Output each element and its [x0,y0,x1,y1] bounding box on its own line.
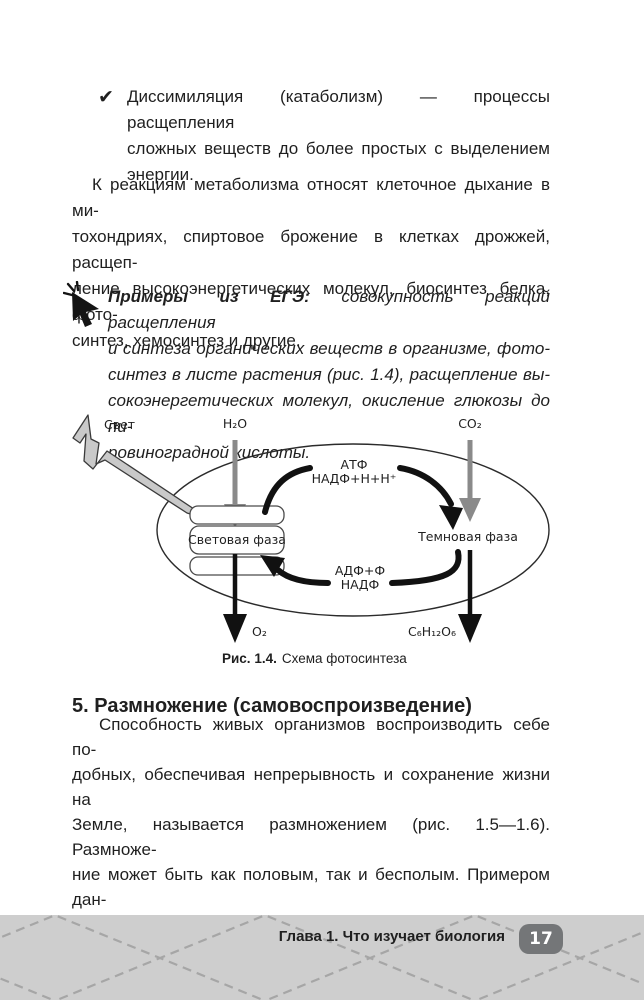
examples-rest-lines: и синтеза органических веществ в организ… [108,339,550,462]
h2o-label: H₂O [223,416,247,431]
figure-caption: Рис. 1.4.Схема фотосинтеза [222,651,407,666]
adp-label: АДФ+Ф [335,563,386,578]
cursor-click-icon [63,281,99,327]
dark-phase-label: Темновая фаза [417,529,518,544]
o2-arrow [223,554,247,643]
thylakoid-stack [189,505,285,576]
co2-label: CO₂ [458,416,482,431]
photosynthesis-figure: Свет H₂O CO₂ Световая фаза Темновая фаза [60,412,580,677]
footer-dash-pattern [0,915,644,1000]
glucose-label: C₆H₁₂O₆ [408,624,456,639]
examples-callout: Примеры из ЕГЭ: совокупность реакций рас… [63,281,550,466]
top-cycle-arrow [262,465,454,515]
examples-first-line: совокупность реакций расщепления [108,287,550,332]
light-label: Свет [104,417,135,432]
page-number-badge: 17 [519,924,563,954]
chapter-title: Глава 1. Что изучает биология [278,928,505,945]
check-icon: ✔ [98,86,114,108]
co2-arrow [459,440,481,522]
bottom-cycle-arrow [275,549,462,586]
bullet-text: Диссимиляция (катаболизм) — процессы рас… [127,87,550,184]
examples-text: Примеры из ЕГЭ: совокупность реакций рас… [108,284,550,466]
o2-label: O₂ [252,624,267,639]
bullet-dissimilation: ✔ Диссимиляция (катаболизм) — процессы р… [98,84,550,188]
nadph-label: НАДФ+Н+Н⁺ [312,471,397,486]
examples-label: Примеры из ЕГЭ: [108,287,310,306]
light-phase-label: Световая фаза [188,532,286,547]
section-heading: 5. Размножение (самовоспроизведение) [72,694,472,717]
atp-label: АТФ [341,457,368,472]
chloroplast-ellipse [156,443,550,617]
paragraph-metabolism: К реакциям метаболизма относят клеточное… [72,175,550,350]
nadp-label: НАДФ [341,577,380,592]
glucose-arrow [458,550,482,643]
